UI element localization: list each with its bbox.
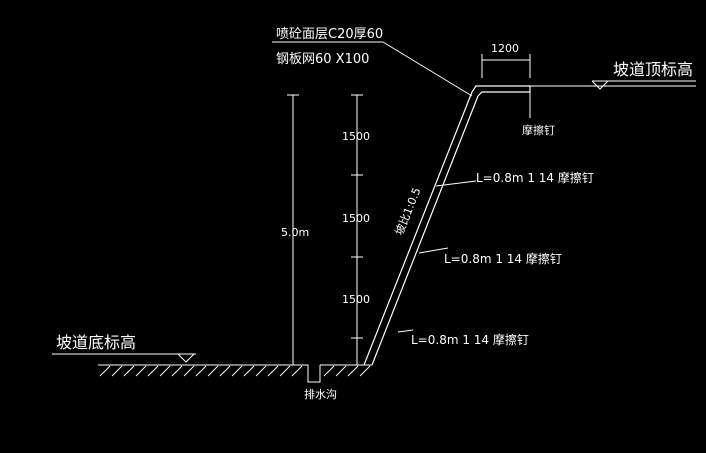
top-ground-line	[530, 80, 696, 90]
mesh-label: 钢板网60 X100	[276, 52, 369, 67]
segment-2-label: 1500	[342, 212, 370, 225]
dimension-segments	[351, 94, 363, 365]
height-total-label: 5.0m	[281, 226, 309, 239]
ground-hatching	[99, 365, 371, 377]
nail-3-label: L=0.8m 1 14 摩擦钉	[411, 332, 529, 347]
top-elevation-label: 坡道顶标高	[613, 60, 693, 79]
shotcrete-leader	[272, 41, 473, 97]
drain-label: 排水沟	[304, 387, 337, 401]
top-crest	[471, 85, 531, 118]
slope-face	[363, 91, 479, 366]
dim-1200-label: 1200	[491, 42, 519, 55]
top-nail-label: 摩擦钉	[522, 123, 555, 137]
nail-2-label: L=0.8m 1 14 摩擦钉	[444, 251, 562, 266]
nail-1-label: L=0.8m 1 14 摩擦钉	[476, 170, 594, 185]
dimension-total-height	[287, 94, 299, 365]
segment-3-label: 1500	[342, 293, 370, 306]
slope-ratio-label: 坡比1:0.5	[393, 186, 424, 237]
bottom-elevation-marker	[52, 353, 196, 363]
dimension-1200	[481, 54, 531, 78]
bottom-elevation-label: 坡道底标高	[56, 333, 136, 352]
shotcrete-label: 喷砼面层C20厚60	[276, 27, 383, 42]
nail-leaders	[397, 180, 477, 333]
segment-1-label: 1500	[342, 130, 370, 143]
drain-ditch	[304, 364, 321, 383]
